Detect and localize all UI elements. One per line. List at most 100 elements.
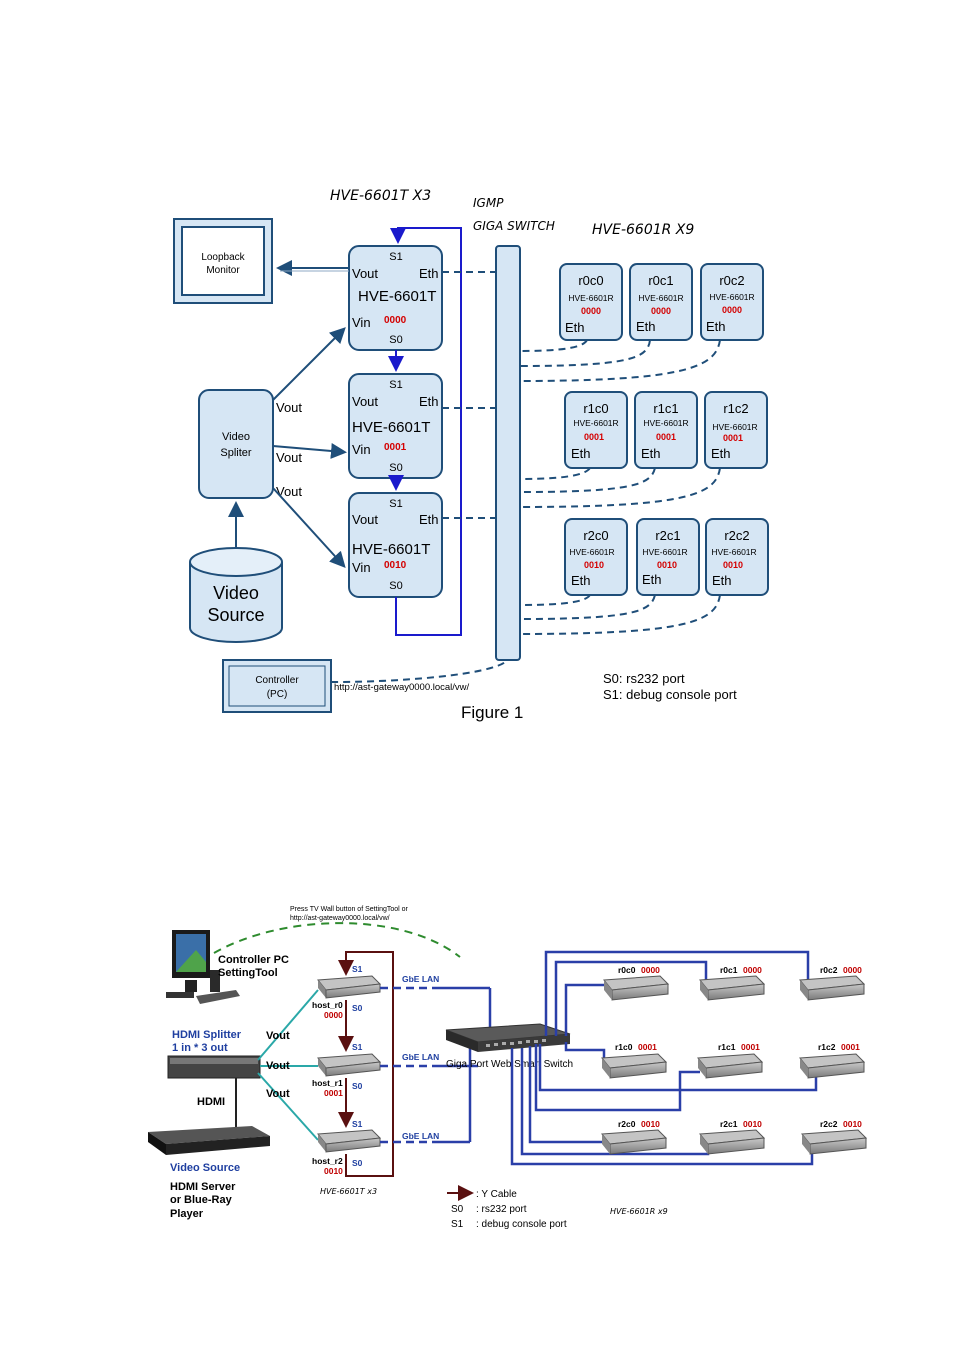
controller-dashed-link (213, 922, 461, 958)
r0c2-model: HVE-6601R (709, 292, 754, 302)
legend-s0: S0: rs232 port (603, 671, 685, 686)
receiver-r2c1: r2c1 HVE-6601R 0010 Eth (636, 518, 700, 596)
video-splitter: Video Spliter Vout Vout Vout (198, 389, 302, 499)
receiver-r2c2: r2c2 HVE-6601R 0010 Eth (705, 518, 769, 596)
host-r1-device (317, 1053, 382, 1077)
source-label-1: Video (213, 583, 259, 603)
split-to-tx0-arrow (272, 327, 346, 401)
host-r1-name: host_r1 (312, 1078, 343, 1088)
tx0-s1-port: S1 (389, 251, 402, 263)
tx0-model: HVE-6601T (358, 288, 436, 305)
rx2-r0c0-code: 0000 (641, 965, 660, 975)
splitter-vout-2: Vout (276, 450, 302, 465)
r0c1-code: 0000 (651, 306, 671, 316)
legend-s1: S1: debug console port (603, 687, 737, 702)
rx2-r2c1-code: 0010 (743, 1119, 762, 1129)
host-r2-device (317, 1129, 382, 1153)
r0c2-name: r0c2 (719, 273, 744, 288)
splitter-subtitle: 1 in * 3 out (172, 1042, 228, 1054)
r1c2-model: HVE-6601R (712, 422, 757, 432)
splitter-vout-3: Vout (276, 484, 302, 499)
host-r1-s0: S0 (352, 1081, 363, 1091)
host-r2-lan: GbE LAN (402, 1131, 439, 1141)
figure-2: Controller PC SettingTool Press TV Wall … (148, 906, 868, 1230)
r0c0-code: 0000 (581, 306, 601, 316)
tx1-s1-port: S1 (389, 379, 402, 391)
tx1-vout: Vout (352, 394, 378, 409)
figure-1-caption: Figure 1 (461, 703, 523, 722)
r1c1-eth: Eth (641, 446, 661, 461)
gbe-lan-links (380, 986, 492, 1144)
receiver-r0c2: r0c2 HVE-6601R 0000 Eth (700, 263, 764, 341)
rx2-r2c2-code: 0010 (843, 1119, 862, 1129)
splitter-vout-lines (257, 989, 319, 1141)
r1c2-code: 0001 (723, 433, 743, 443)
source-desc-3: Player (170, 1208, 204, 1220)
tx0-vout: Vout (352, 266, 378, 281)
r0c2-eth: Eth (706, 319, 726, 334)
r1c0-name: r1c0 (583, 401, 608, 416)
r1c2-name: r1c2 (723, 401, 748, 416)
setting-tool-label: SettingTool (218, 967, 278, 979)
tx-eth-links (442, 271, 496, 519)
receiver-r1c2: r1c2 HVE-6601R 0001 Eth (704, 391, 768, 469)
hdmi-label: HDMI (197, 1096, 225, 1108)
igmp-label: IGMP (473, 196, 504, 210)
switch-to-rx-links (510, 950, 818, 1166)
source-desc-1: HDMI Server (170, 1181, 236, 1193)
rx2-r1c0-name: r1c0 (615, 1042, 633, 1052)
rx2-r1c1-device (697, 1053, 764, 1079)
tx-group-title: HVE-6601T X3 (330, 188, 431, 204)
legend-s0-text: : rs232 port (476, 1204, 527, 1215)
y-cable-chain (338, 951, 394, 1177)
r1c1-code: 0001 (656, 432, 676, 442)
controller-pc-icon (166, 930, 240, 1004)
serial-daisy-chain (388, 227, 462, 636)
r2c2-name: r2c2 (724, 528, 749, 543)
r2c1-eth: Eth (642, 572, 662, 587)
rx2-r1c2-code: 0001 (841, 1042, 860, 1052)
host-r2-name: host_r2 (312, 1156, 343, 1166)
r1c1-model: HVE-6601R (643, 418, 688, 428)
video-source-title: Video Source (170, 1162, 240, 1174)
r2c1-code: 0010 (657, 560, 677, 570)
r0c1-eth: Eth (636, 319, 656, 334)
vout-label-1: Vout (266, 1030, 290, 1042)
tx1-code: 0001 (384, 442, 407, 453)
receiver-r0c1: r0c1 HVE-6601R 0000 Eth (629, 263, 693, 341)
transmitter-tx0: S1 Vout Eth HVE-6601T Vin 0000 S0 (348, 245, 443, 351)
tx1-model: HVE-6601T (352, 419, 430, 436)
source-label-2: Source (207, 605, 264, 625)
controller-to-switch-link (330, 659, 508, 683)
split-to-tx1-arrow (272, 443, 347, 459)
tx2-s0-port: S0 (389, 580, 402, 592)
host-r0-name: host_r0 (312, 1000, 343, 1010)
r0c0-name: r0c0 (578, 273, 603, 288)
legend-s1-key: S1 (451, 1219, 464, 1230)
rx2-r2c0-code: 0010 (641, 1119, 660, 1129)
host-r0-code: 0000 (324, 1010, 343, 1020)
r0c2-code: 0000 (722, 305, 742, 315)
monitor-label: Monitor (206, 265, 240, 276)
r2c0-name: r2c0 (583, 528, 608, 543)
tx2-vout: Vout (352, 512, 378, 527)
legend-s1-text: : debug console port (476, 1219, 567, 1230)
splitter-vout-1: Vout (276, 400, 302, 415)
splitter-title: HDMI Splitter (172, 1029, 242, 1041)
press-note-line1: Press TV Wall button of SettingTool or (290, 906, 409, 913)
rx-caption: HVE-6601R x9 (610, 1207, 668, 1216)
bluray-player-icon (148, 1126, 270, 1155)
splitter-label-1: Video (222, 431, 250, 443)
rx2-r0c0-name: r0c0 (618, 965, 636, 975)
rx2-r2c2-name: r2c2 (820, 1119, 838, 1129)
rx2-labels: r0c0 0000 r0c1 0000 r0c2 0000 r1c0 0001 … (615, 965, 862, 1129)
controller-label-1: Controller (255, 675, 299, 686)
host-r0-device (317, 975, 382, 999)
r0c0-eth: Eth (565, 320, 585, 335)
loopback-label: Loopback (201, 252, 245, 263)
tx1-vin: Vin (352, 442, 371, 457)
rx2-r2c0-device (601, 1129, 668, 1155)
controller-pc-label: Controller PC (218, 954, 289, 966)
controller-label-2: (PC) (267, 689, 288, 700)
